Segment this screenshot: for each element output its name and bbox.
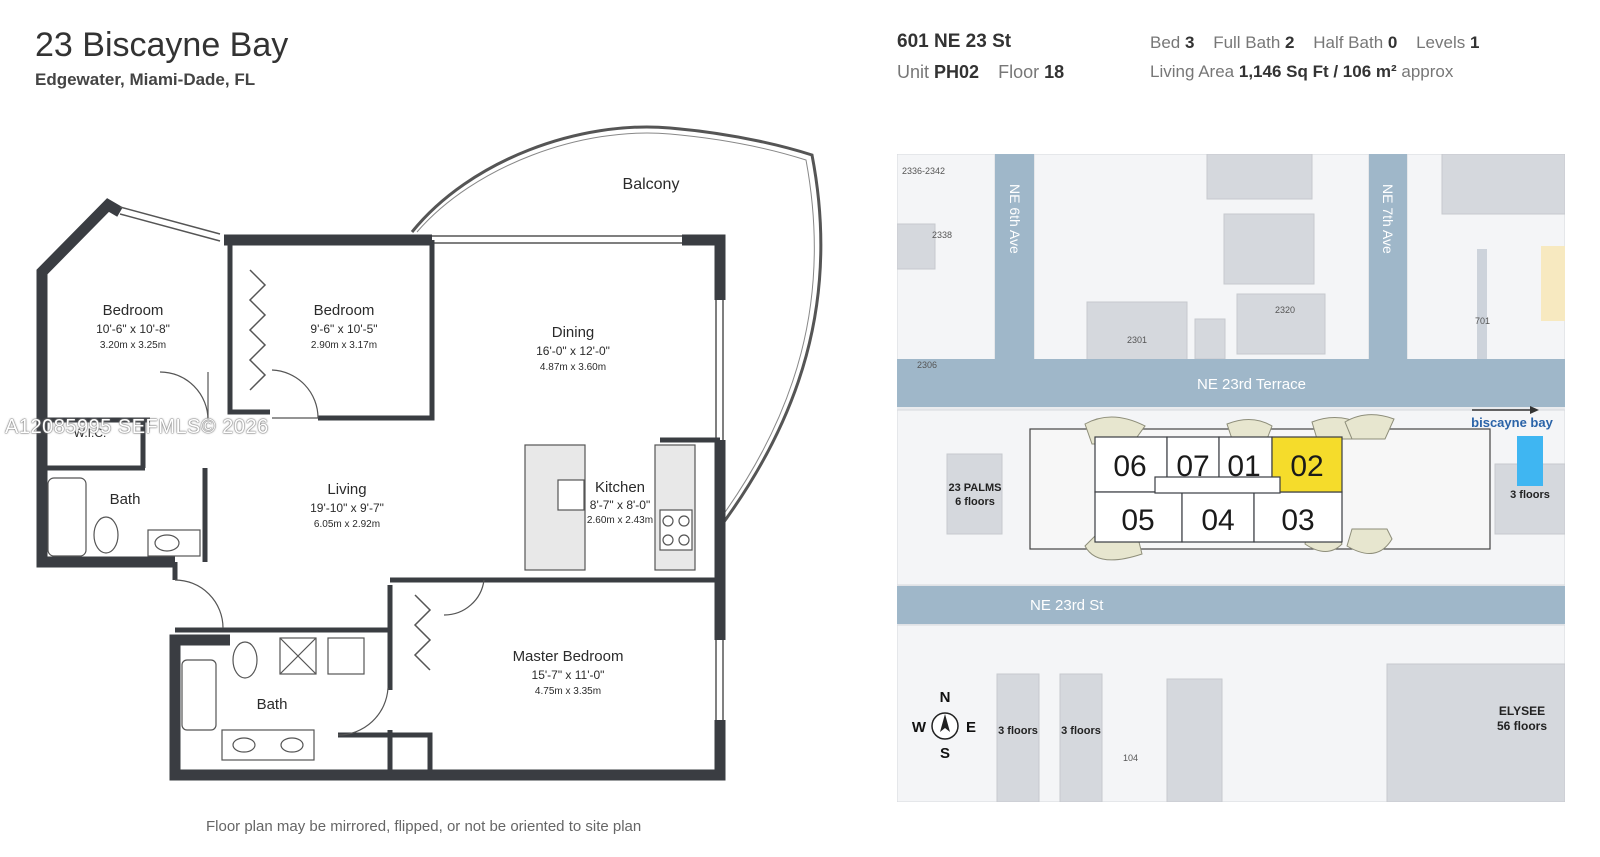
palms-name: 23 PALMS [949, 482, 1002, 494]
corridor [1154, 476, 1281, 494]
bath1-label: Bath [110, 491, 141, 508]
property-title: 23 Biscayne Bay [35, 26, 289, 64]
living-dim-m: 6.05m x 2.92m [314, 519, 380, 530]
unit-04: 04 [1201, 504, 1234, 537]
living-area-label: Living Area [1150, 62, 1235, 81]
bedroom2-dim-m: 2.90m x 3.17m [311, 340, 377, 351]
master-bedroom-dim-ft: 15'-7" x 11'-0" [532, 668, 605, 682]
street-ne-23rd-st: NE 23rd St [1030, 597, 1104, 614]
south-building-1-floors: 3 floors [998, 725, 1038, 737]
floorplan-disclaimer: Floor plan may be mirrored, flipped, or … [206, 818, 642, 835]
specs-line-2: Living Area 1,146 Sq Ft / 106 m² approx [1150, 62, 1453, 82]
balcony-label: Balcony [623, 176, 680, 193]
levels-value: 1 [1469, 33, 1480, 52]
lot-highlight [1541, 246, 1565, 321]
street-ne-7th-ave: NE 7th Ave [1380, 184, 1396, 254]
elysee-floors: 56 floors [1497, 719, 1547, 733]
exterior-walls [36, 198, 726, 781]
half-bath-value: 0 [1387, 33, 1398, 52]
site-plan: NE 6th Ave NE 7th Ave NE 23rd Terrace NE… [897, 154, 1565, 802]
unit-floor-line: Unit PH02 Floor 18 [897, 62, 1064, 83]
compass-n: N [940, 689, 951, 706]
unit-02: 02 [1290, 450, 1323, 483]
compass-w: W [912, 719, 927, 736]
floor-plan: Balcony Bedroom 10'-6" x 10'-8" 3.20m x … [36, 125, 823, 781]
mls-watermark: A12085995 SEFMLS© 2026 [5, 416, 269, 438]
bed-value: 3 [1184, 33, 1195, 52]
floor-label: Floor [998, 62, 1040, 82]
bedroom1-dim-m: 3.20m x 3.25m [100, 340, 166, 351]
bath2-label: Bath [257, 696, 288, 713]
living-area-suffix: approx [1401, 62, 1454, 81]
palms-floors: 6 floors [955, 496, 995, 508]
compass-e: E [966, 719, 976, 736]
kitchen-label: Kitchen [595, 479, 645, 496]
unit-label: Unit [897, 62, 930, 82]
living-dim-ft: 19'-10" x 9'-7" [310, 501, 384, 515]
interior-walls [39, 240, 720, 775]
master-bedroom-label: Master Bedroom [513, 648, 624, 665]
bedroom2-dim-ft: 9'-6" x 10'-5" [310, 322, 377, 336]
bay-arrow [1472, 406, 1539, 414]
compass-needle-icon [940, 714, 950, 732]
unit-07: 07 [1176, 450, 1209, 483]
parcel-2336: 2336-2342 [902, 166, 945, 176]
dining-dim-ft: 16'-0" x 12'-0" [536, 344, 610, 358]
biscayne-bay-label: biscayne bay [1471, 415, 1553, 430]
subject-building: 06 07 01 02 05 04 03 [1029, 414, 1543, 561]
parcel-2320: 2320 [1275, 305, 1295, 315]
full-bath-label: Full Bath [1213, 33, 1281, 52]
parcel-2338: 2338 [932, 230, 952, 240]
full-bath-value: 2 [1285, 33, 1295, 52]
bedroom2-label: Bedroom [314, 302, 375, 319]
east-building-floors: 3 floors [1510, 489, 1550, 501]
parcel-2301: 2301 [1127, 335, 1147, 345]
elysee-name: ELYSEE [1499, 704, 1545, 718]
master-bedroom-dim-m: 4.75m x 3.35m [535, 686, 601, 697]
street-ne-23rd-terrace: NE 23rd Terrace [1197, 376, 1306, 393]
wic-label: W.I.C. [74, 426, 107, 440]
parcel-104: 104 [1123, 753, 1138, 763]
walkway [1477, 249, 1487, 359]
unit-01: 01 [1227, 450, 1260, 483]
buildings [897, 154, 1565, 802]
bed-label: Bed [1150, 33, 1181, 52]
kitchen-counters [524, 444, 696, 571]
unit-value: PH02 [934, 62, 980, 82]
bath1-fixtures [47, 477, 201, 557]
bath2-fixtures [181, 637, 365, 761]
kitchen-dim-ft: 8'-7" x 8'-0" [590, 498, 650, 512]
stove-burners [662, 515, 690, 546]
specs-line-1: Bed 3 Full Bath 2 Half Bath 0 Levels 1 [1150, 33, 1479, 53]
unit-05: 05 [1121, 504, 1154, 537]
street-ne-6th-ave: NE 6th Ave [1007, 184, 1023, 254]
highlighted-unit [1271, 436, 1343, 493]
south-building-2-floors: 3 floors [1061, 725, 1101, 737]
unit-03: 03 [1281, 504, 1314, 537]
parcel-701: 701 [1475, 316, 1490, 326]
parcel-2306: 2306 [917, 360, 937, 370]
balcony-outline [410, 125, 823, 531]
living-label: Living [327, 481, 366, 498]
pool [1517, 436, 1543, 486]
balcony-rail [416, 132, 815, 523]
closet-doors [248, 269, 432, 671]
floor-value: 18 [1044, 62, 1065, 82]
dining-label: Dining [552, 324, 595, 341]
bedroom1-dim-ft: 10'-6" x 10'-8" [96, 322, 170, 336]
kitchen-dim-m: 2.60m x 2.43m [587, 515, 653, 526]
property-location: Edgewater, Miami-Dade, FL [35, 70, 256, 89]
half-bath-label: Half Bath [1313, 33, 1384, 52]
compass-s: S [940, 745, 950, 762]
living-area-value: 1,146 Sq Ft / 106 m² [1238, 62, 1397, 81]
bedroom1-label: Bedroom [103, 302, 164, 319]
roads [897, 154, 1565, 624]
unit-06: 06 [1113, 450, 1146, 483]
compass: N S W E [912, 689, 976, 762]
levels-label: Levels [1416, 33, 1466, 52]
street-address: 601 NE 23 St [897, 31, 1012, 52]
windows [119, 206, 724, 720]
dining-dim-m: 4.87m x 3.60m [540, 362, 606, 373]
door-swings [159, 369, 485, 736]
